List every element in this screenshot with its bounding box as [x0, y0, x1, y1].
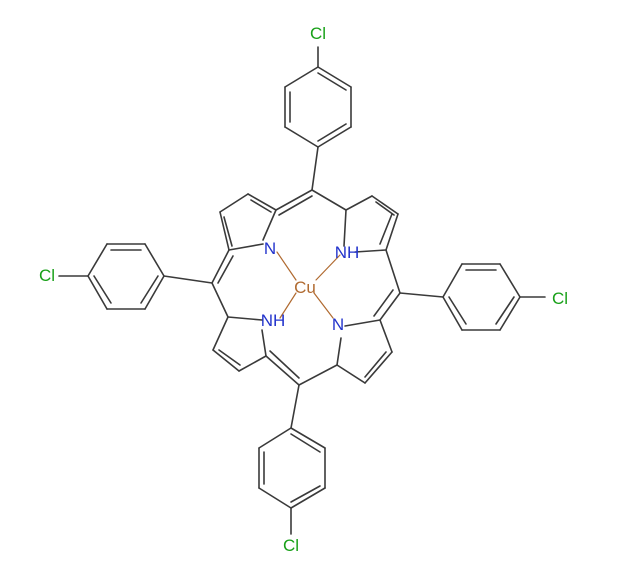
bond-line [311, 189, 347, 211]
bond-layer [58, 46, 546, 535]
bond-line [258, 427, 292, 449]
bond-line [217, 255, 234, 284]
bond-line [290, 485, 321, 503]
atom-label-cl-right: Cl [552, 289, 568, 308]
bond-line [238, 355, 267, 372]
bond-line [379, 292, 401, 321]
bond-line [218, 349, 241, 366]
bond-line [354, 249, 387, 253]
bond-line [144, 243, 165, 277]
bond-line [250, 199, 272, 213]
bond-line [317, 123, 347, 142]
bond-line [275, 189, 313, 211]
bond-line [219, 211, 230, 251]
atom-label-nh-lower-left: NH [261, 311, 286, 330]
bond-line [227, 316, 263, 321]
bond-line [290, 427, 326, 449]
bond-line [343, 209, 347, 247]
bond-line [144, 275, 165, 310]
coordination-bond [276, 251, 297, 281]
bond-line [364, 351, 387, 378]
bond-line [284, 126, 319, 148]
bond-line [495, 296, 515, 325]
bond-line [399, 292, 444, 298]
atom-label-cl-left: Cl [39, 266, 55, 285]
bond-line [212, 316, 229, 351]
bond-line [385, 213, 399, 251]
bond-line [87, 243, 108, 277]
coordination-bond [315, 254, 341, 281]
bond-line [262, 209, 277, 241]
bond-line [258, 487, 292, 509]
bond-line [290, 384, 300, 429]
bond-line [265, 355, 300, 386]
bond-line [371, 195, 399, 215]
bond-line [261, 329, 267, 357]
bond-line [385, 249, 401, 294]
bond-line [211, 249, 230, 284]
bond-line [228, 243, 264, 251]
bond-line [336, 364, 366, 384]
coordination-bond [313, 292, 334, 319]
bond-line [375, 201, 395, 216]
bond-line [317, 66, 352, 88]
bond-line [93, 275, 112, 304]
atom-label-cl-top: Cl [310, 24, 326, 43]
bond-line [87, 275, 108, 310]
bond-line [211, 282, 229, 318]
bond-line [219, 193, 249, 213]
bond-line [336, 337, 342, 366]
bond-line [290, 433, 321, 453]
bond-line [278, 195, 313, 216]
bond-line [379, 319, 393, 353]
bond-line [311, 146, 319, 191]
bond-line [442, 263, 463, 298]
coordination-bond [279, 292, 297, 319]
atom-label-cl-bottom: Cl [283, 536, 299, 555]
bond-line [373, 289, 394, 317]
bond-line [364, 351, 393, 384]
bond-line [247, 193, 277, 211]
atom-label-nh-upper-right: NH [335, 243, 360, 262]
bond-line [345, 195, 373, 211]
bond-line [448, 296, 467, 325]
bond-line [317, 72, 347, 91]
bond-line [442, 296, 463, 331]
bond-line [317, 126, 352, 148]
bond-line [223, 216, 233, 247]
bond-line [499, 296, 521, 331]
bond-line [379, 213, 393, 245]
atom-label-n-lower-right: N [332, 315, 344, 334]
bond-line [499, 263, 521, 298]
bond-line [290, 487, 326, 509]
bond-line [212, 349, 240, 372]
atom-label-cu: Cu [294, 278, 316, 297]
bond-line [284, 66, 319, 88]
bond-line [163, 275, 213, 284]
coordination-bond-layer [276, 251, 341, 319]
bond-line [140, 275, 159, 304]
bond-line [298, 364, 338, 386]
atom-label-n-upper-left: N [264, 239, 276, 258]
bond-line [269, 350, 300, 379]
bond-line [344, 319, 381, 327]
